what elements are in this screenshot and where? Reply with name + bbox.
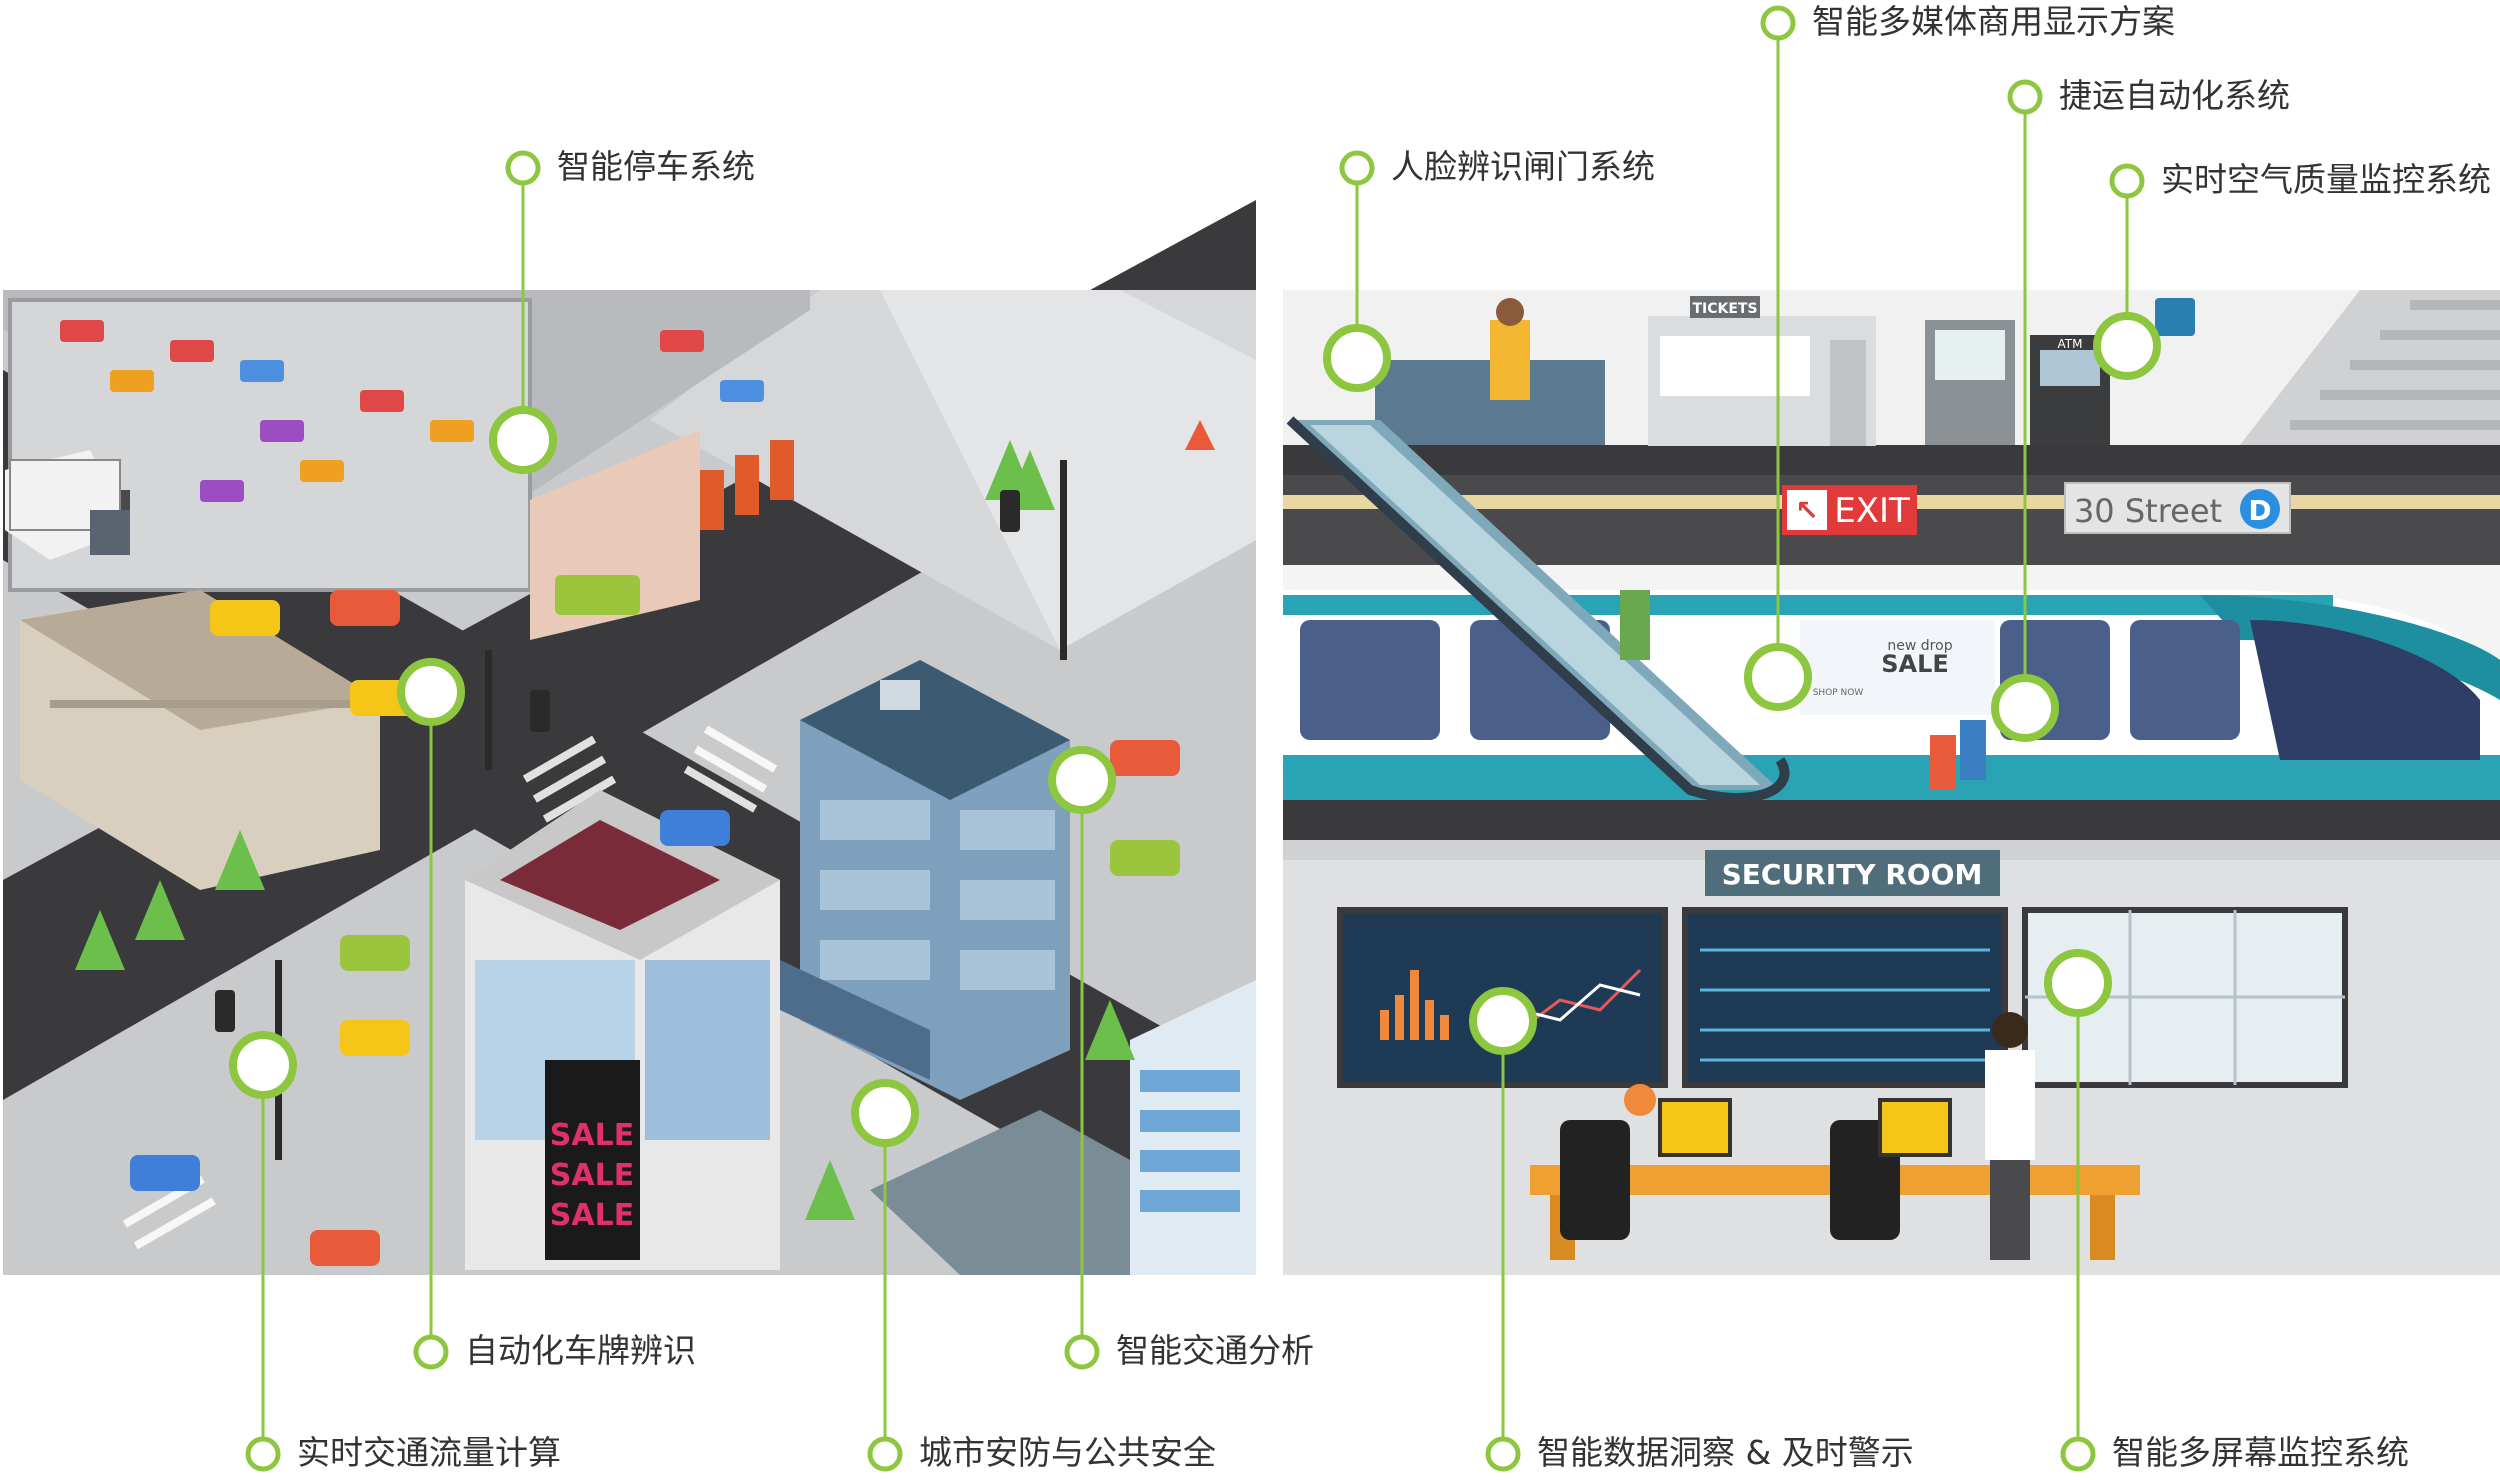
label-multimedia: 智能多媒体商用显示方案	[1812, 2, 2175, 41]
commuter-figure	[1490, 320, 1530, 400]
label-parking: 智能停车系统	[557, 147, 755, 186]
metro-scene: TICKETS ATM ↖ EXIT 30	[1283, 290, 2500, 1275]
mall-building: SALE SALE SALE	[465, 790, 780, 1270]
billboard-word: SALE	[550, 1158, 634, 1193]
ad-subtitle: new drop	[1887, 638, 1952, 654]
crosswalk	[122, 725, 778, 1250]
marker-icon	[229, 312, 2161, 1147]
label-city-security: 城市安防与公共安全	[919, 1433, 1216, 1472]
city-scene: SALE SALE SALE	[3, 200, 1256, 1275]
tickets-sign: TICKETS	[1692, 301, 1757, 317]
label-air-quality: 实时空气质量监控系统	[2161, 160, 2491, 199]
security-room-sign: SECURITY ROOM	[1722, 858, 1983, 891]
office-chair	[1560, 1120, 1630, 1240]
car-icon	[130, 590, 1180, 1266]
label-dot-icon	[245, 5, 2145, 1472]
monitor-rail-map	[1682, 907, 2008, 1088]
truck-icon	[9, 459, 130, 555]
billboard-word: SALE	[550, 1198, 634, 1233]
parking-garage	[3, 290, 810, 640]
label-multi-screen: 智能多屏幕监控系统	[2112, 1433, 2409, 1472]
label-metro-automation: 捷运自动化系统	[2059, 76, 2290, 115]
ad-cta: SHOP NOW	[1813, 688, 1864, 698]
street-label: 30 Street	[2074, 492, 2222, 530]
commuter-figure	[1960, 720, 1986, 780]
atm-sign: ATM	[2058, 337, 2083, 351]
exit-sign: ↖ EXIT	[1782, 485, 1917, 535]
label-plate-recognition: 自动化车牌辨识	[465, 1331, 696, 1370]
ticket-office: TICKETS	[1648, 296, 1876, 446]
commuter-figure	[1620, 590, 1650, 660]
exit-label: EXIT	[1834, 491, 1910, 531]
atm-machine: ATM	[2030, 335, 2110, 445]
metro-train: new drop SALE SHOP NOW	[1283, 590, 2500, 800]
station-name-sign: 30 Street D	[2064, 482, 2291, 534]
staff-figure	[1985, 1050, 2035, 1160]
escalator	[1286, 416, 1790, 803]
label-traffic-analysis: 智能交通分析	[1116, 1331, 1314, 1370]
label-face-gate: 人脸辨识闸门系统	[1391, 147, 1655, 186]
tree-icon	[75, 440, 1135, 1220]
commuter-figure	[1930, 735, 1956, 790]
billboard-word: SALE	[550, 1118, 634, 1153]
callout-markers	[229, 5, 2161, 1472]
sale-billboard	[545, 1060, 640, 1260]
air-sensor-icon	[2155, 298, 2195, 336]
desk-monitor	[1878, 1098, 1952, 1157]
office-tower	[780, 660, 1070, 1100]
desk-monitor	[1658, 1098, 1732, 1157]
label-traffic-flow: 实时交通流量计算	[297, 1433, 561, 1472]
ad-title: SALE	[1881, 650, 1949, 678]
line-badge: D	[2248, 494, 2271, 527]
label-data-insight: 智能数据洞察 & 及时警示	[1537, 1433, 1914, 1472]
arrow-icon: ↖	[1795, 494, 1818, 527]
ad-panel	[1800, 620, 1995, 715]
